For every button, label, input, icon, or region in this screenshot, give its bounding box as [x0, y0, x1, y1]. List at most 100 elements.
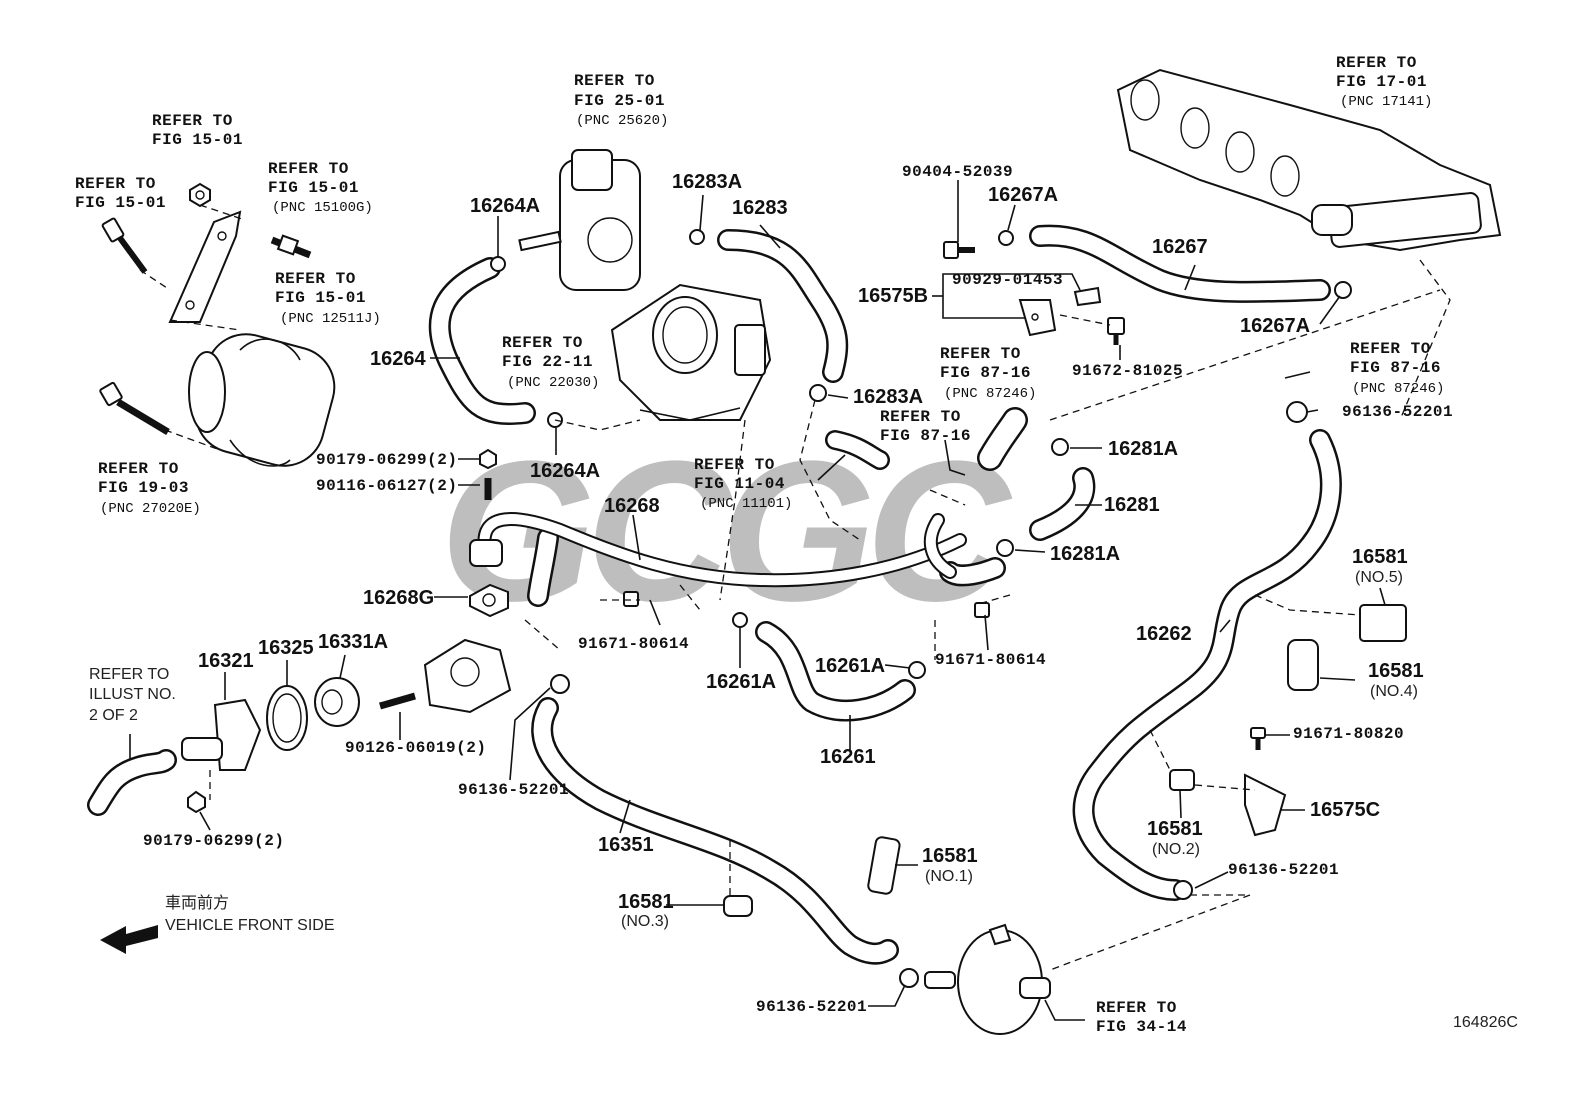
svg-text:REFER TO: REFER TO: [275, 270, 356, 288]
part-90929-01453[interactable]: 90929-01453: [952, 271, 1063, 289]
part-16281[interactable]: 16281: [1104, 494, 1160, 516]
part-16321[interactable]: 16321: [198, 650, 254, 672]
thermostat-housing: [423, 638, 512, 714]
illust-note: REFER TO ILLUST NO. 2 OF 2: [89, 666, 176, 724]
svg-text:(PNC 87246): (PNC 87246): [944, 386, 1036, 402]
part-16267a-top[interactable]: 16267A: [988, 184, 1058, 206]
svg-text:REFER TO: REFER TO: [89, 666, 169, 683]
svg-text:REFER TO: REFER TO: [574, 72, 655, 90]
pipe-16281-bend[interactable]: [923, 513, 957, 579]
part-16325[interactable]: 16325: [258, 637, 314, 659]
svg-text:FIG 25-01: FIG 25-01: [574, 92, 665, 110]
part-16283a-mid[interactable]: 16283A: [853, 386, 923, 408]
svg-text:(PNC 27020E): (PNC 27020E): [100, 501, 201, 517]
part-16283a-top[interactable]: 16283A: [672, 171, 742, 193]
part-91671-80820[interactable]: 91671-80820: [1293, 725, 1404, 743]
part-16581-no4[interactable]: 16581: [1368, 660, 1424, 682]
part-16575c[interactable]: 16575C: [1310, 799, 1380, 821]
part-90116-06127[interactable]: 90116-06127(2): [316, 477, 457, 495]
part-16283[interactable]: 16283: [732, 197, 788, 219]
part-91671-80614-left[interactable]: 91671-80614: [578, 635, 689, 653]
part-96136-52201-left[interactable]: 96136-52201: [458, 781, 569, 799]
ref-fig-15-01-12511j[interactable]: REFER TO FIG 15-01 (PNC 12511J): [275, 270, 381, 327]
hose-16283[interactable]: [717, 229, 849, 383]
clamp-96136-left: [550, 674, 570, 694]
part-16264a-top[interactable]: 16264A: [470, 195, 540, 217]
part-91671-80614-right[interactable]: 91671-80614: [935, 651, 1046, 669]
svg-text:FIG 15-01: FIG 15-01: [268, 179, 359, 197]
svg-text:REFER TO: REFER TO: [152, 112, 233, 130]
hose-16262[interactable]: [1072, 429, 1342, 901]
part-96136-52201-right[interactable]: 96136-52201: [1342, 403, 1453, 421]
clip-16581-no2: [1169, 769, 1195, 791]
bolt-long: [99, 381, 170, 436]
guide-lines: [139, 204, 1451, 971]
part-16581-no2[interactable]: 16581: [1147, 818, 1203, 840]
part-16267[interactable]: 16267: [1152, 236, 1208, 258]
part-90404-52039[interactable]: 90404-52039: [902, 163, 1013, 181]
ref-fig-11-04[interactable]: REFER TO FIG 11-04 (PNC 11101): [694, 456, 792, 512]
svg-text:FIG 15-01: FIG 15-01: [75, 194, 166, 212]
ref-fig-87-16-a[interactable]: REFER TO FIG 87-16 (PNC 87246): [940, 345, 1036, 402]
svg-text:REFER TO: REFER TO: [940, 345, 1021, 363]
part-91672-81025[interactable]: 91672-81025: [1072, 362, 1183, 380]
svg-text:(PNC 12511J): (PNC 12511J): [280, 311, 381, 327]
ref-fig-15-01-15100g[interactable]: REFER TO FIG 15-01 (PNC 15100G): [268, 160, 373, 216]
clamp-16283a-mid: [809, 384, 827, 402]
bolt-91671-right: [974, 602, 990, 618]
pipe-flange: [469, 539, 503, 567]
part-16261[interactable]: 16261: [820, 746, 876, 768]
ref-fig-17-01[interactable]: REFER TO FIG 17-01 (PNC 17141): [1336, 54, 1432, 110]
part-16264[interactable]: 16264: [370, 348, 426, 370]
hose-16281[interactable]: [1029, 467, 1096, 541]
bracket-16575b: [1018, 299, 1057, 337]
part-16267a-right[interactable]: 16267A: [1240, 315, 1310, 337]
ref-fig-15-01-bolt[interactable]: REFER TO FIG 15-01: [75, 175, 166, 212]
svg-text:REFER TO: REFER TO: [502, 334, 583, 352]
part-16264a-bottom[interactable]: 16264A: [530, 460, 600, 482]
hose-16264[interactable]: [428, 257, 536, 425]
pipe-16268[interactable]: [477, 512, 967, 588]
ref-fig-15-01-nut[interactable]: REFER TO FIG 15-01: [152, 112, 243, 149]
part-16351[interactable]: 16351: [598, 834, 654, 856]
hose-16267[interactable]: [1029, 224, 1331, 303]
ref-fig-19-03[interactable]: REFER TO FIG 19-03 (PNC 27020E): [98, 460, 201, 517]
part-96136-52201-bottom-right[interactable]: 96136-52201: [1228, 861, 1339, 879]
part-16581-no3[interactable]: 16581: [618, 891, 674, 913]
ref-fig-87-16-b[interactable]: REFER TO FIG 87-16: [880, 408, 971, 445]
hose-16268-stub[interactable]: [527, 527, 559, 607]
part-16281a-bottom[interactable]: 16281A: [1050, 543, 1120, 565]
part-16261a-left[interactable]: 16261A: [706, 671, 776, 693]
part-16268[interactable]: 16268: [604, 495, 660, 517]
ref-fig-87-16-c[interactable]: REFER TO FIG 87-16 (PNC 87246): [1350, 340, 1444, 397]
hose-illust-2[interactable]: [87, 749, 177, 816]
ref-fig-22-11[interactable]: REFER TO FIG 22-11 (PNC 22030): [502, 334, 599, 391]
bracket-16575c: [1244, 773, 1287, 837]
svg-text:FIG 87-16: FIG 87-16: [940, 364, 1031, 382]
svg-text:REFER TO: REFER TO: [268, 160, 349, 178]
part-16581-no5[interactable]: 16581: [1352, 546, 1408, 568]
hose-16261[interactable]: [755, 621, 916, 722]
svg-text:(PNC 11101): (PNC 11101): [700, 496, 792, 512]
ref-fig-25-01[interactable]: REFER TO FIG 25-01 (PNC 25620): [574, 72, 668, 129]
part-16261a-right[interactable]: 16261A: [815, 655, 885, 677]
part-16331a[interactable]: 16331A: [318, 631, 388, 653]
part-96136-52201-bottom[interactable]: 96136-52201: [756, 998, 867, 1016]
svg-text:REFER TO: REFER TO: [1350, 340, 1431, 358]
bolt-left-upper: [101, 217, 148, 274]
diagram-id: 164826C: [1453, 1014, 1518, 1031]
part-16575b[interactable]: 16575B: [858, 285, 928, 307]
part-16281a-top[interactable]: 16281A: [1108, 438, 1178, 460]
bolt-91671-left: [623, 591, 639, 607]
part-90179-06299-top[interactable]: 90179-06299(2): [316, 451, 457, 469]
svg-text:FIG 34-14: FIG 34-14: [1096, 1018, 1187, 1036]
hose-16351[interactable]: [531, 697, 899, 965]
ref-fig-34-14[interactable]: REFER TO FIG 34-14: [1096, 999, 1187, 1036]
svg-text:REFER TO: REFER TO: [880, 408, 961, 426]
part-16581-no1[interactable]: 16581: [922, 845, 978, 867]
part-16262[interactable]: 16262: [1136, 623, 1192, 645]
part-16268g[interactable]: 16268G: [363, 587, 434, 609]
part-90126-06019[interactable]: 90126-06019(2): [345, 739, 486, 757]
part-90179-06299-bottom[interactable]: 90179-06299(2): [143, 832, 284, 850]
